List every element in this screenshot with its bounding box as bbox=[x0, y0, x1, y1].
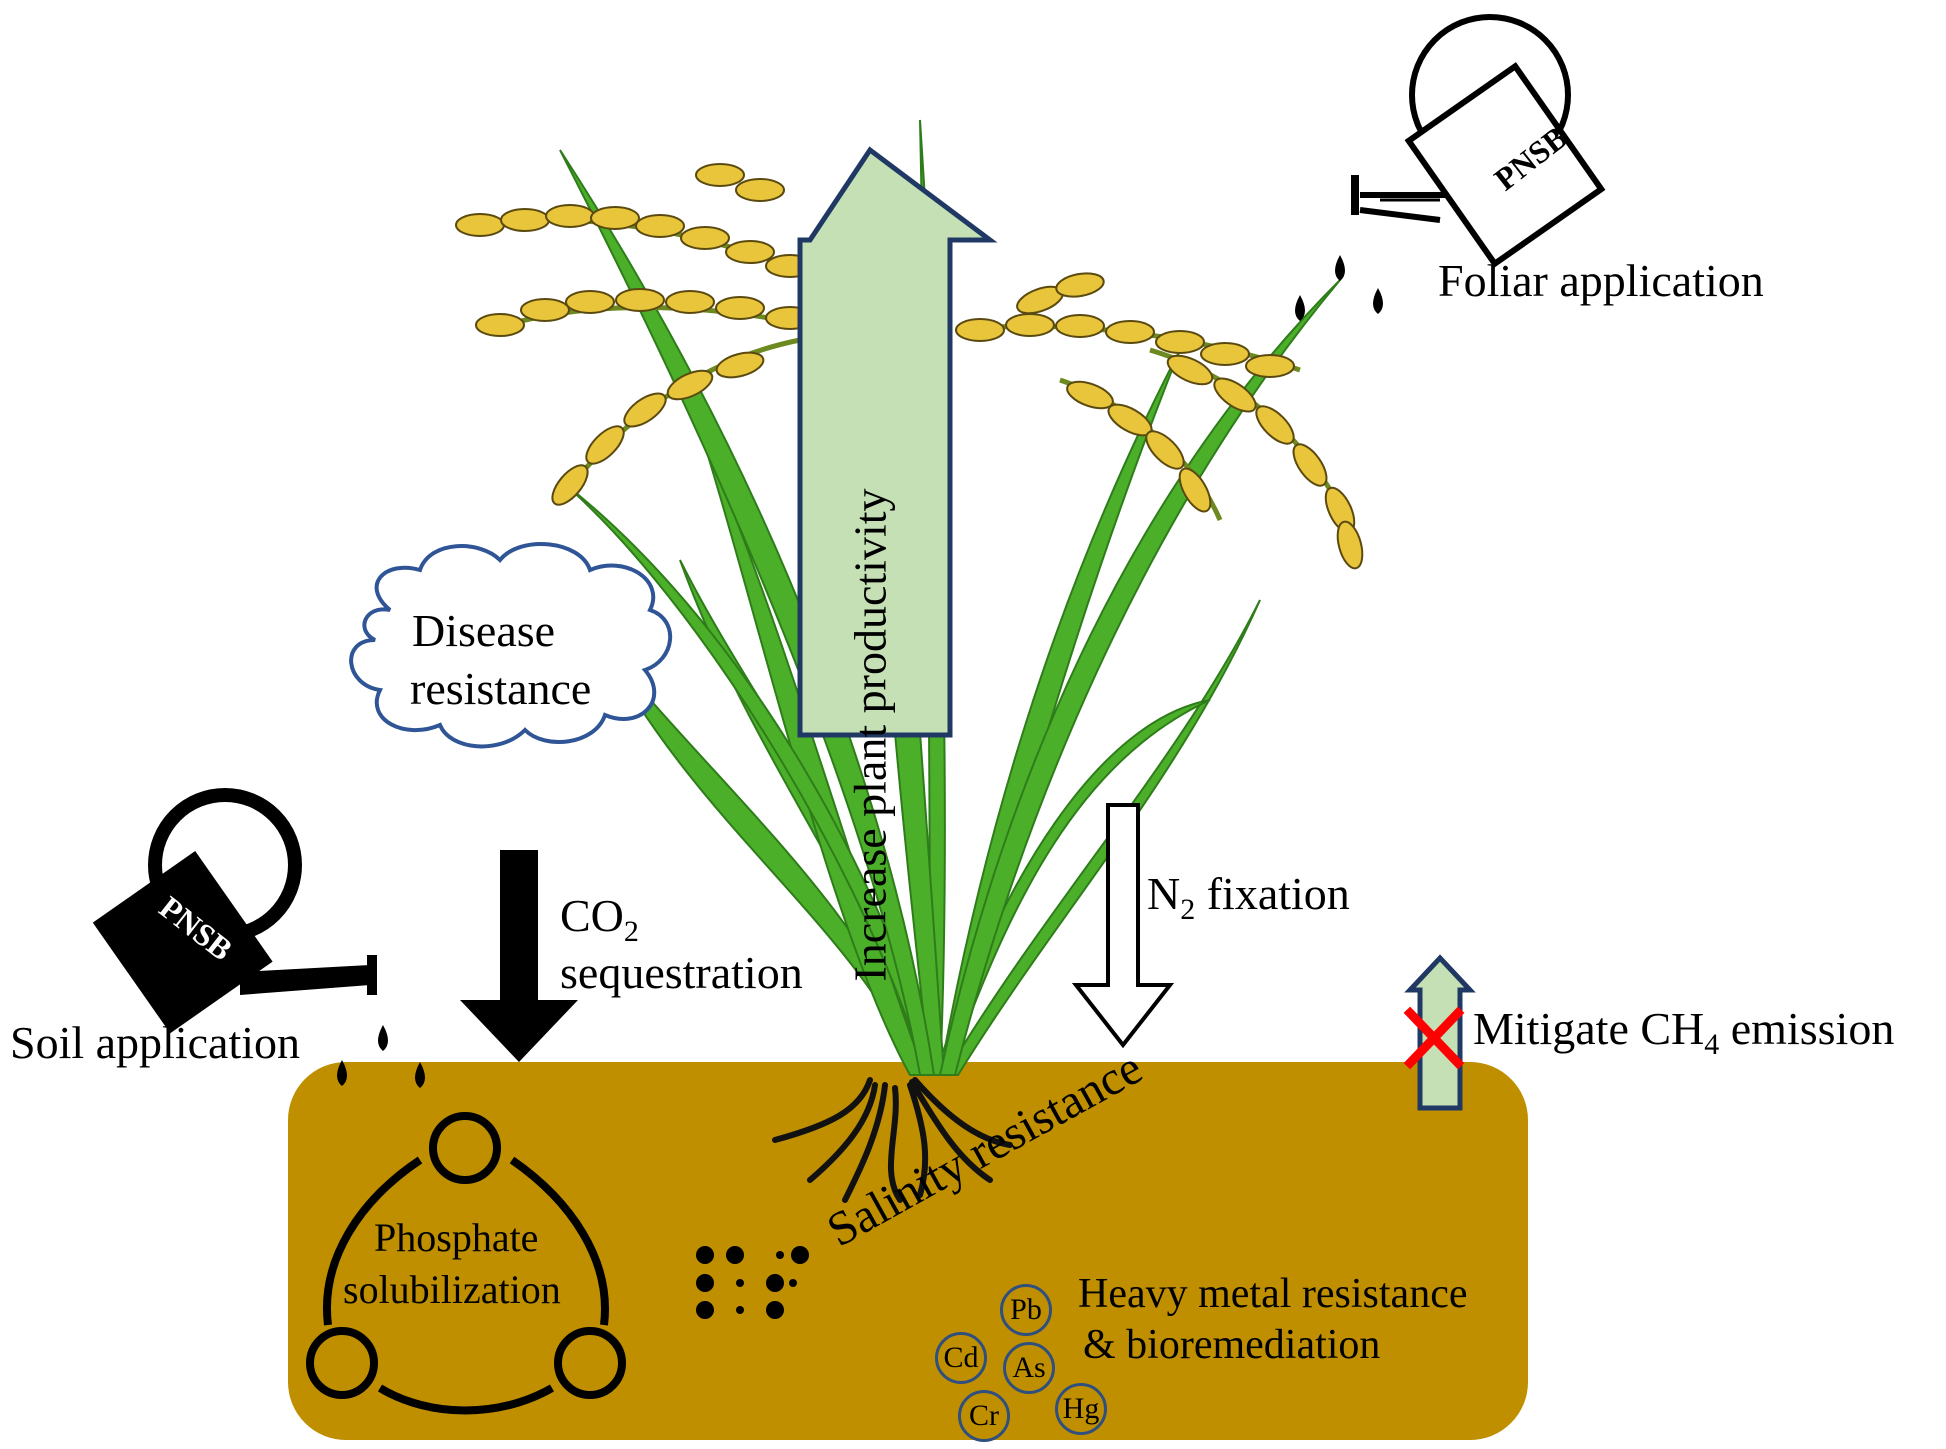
metal-badge-cr: Cr bbox=[958, 1390, 1010, 1442]
foliar-application-label: Foliar application bbox=[1438, 255, 1764, 306]
ch4-sub: 4 bbox=[1704, 1028, 1720, 1062]
salinity-dots-icon bbox=[696, 1246, 809, 1319]
n2-suffix: fixation bbox=[1195, 868, 1350, 919]
productivity-label: Increase plant productivity bbox=[844, 488, 896, 982]
heavy-metal-label-1: Heavy metal resistance bbox=[1078, 1271, 1468, 1317]
n2-prefix: N bbox=[1147, 868, 1181, 919]
ch4-label: Mitigate CH4 emission bbox=[1473, 1003, 1894, 1063]
metal-badge-pb: Pb bbox=[1000, 1284, 1052, 1336]
rice-grain-icon bbox=[455, 163, 1364, 570]
metal-badge-as: As bbox=[1003, 1342, 1055, 1394]
productivity-arrow bbox=[797, 146, 998, 738]
cloud-icon bbox=[349, 542, 673, 749]
ch4-suffix: emission bbox=[1719, 1003, 1895, 1054]
n2-arrow bbox=[1071, 803, 1175, 1049]
soil-panel bbox=[288, 1062, 1528, 1440]
co2-arrow bbox=[460, 850, 578, 1062]
water-drops-icon bbox=[1295, 255, 1383, 321]
cross-icon bbox=[1403, 1006, 1465, 1070]
soil-application-label: Soil application bbox=[10, 1017, 301, 1068]
phosphate-label-2: solubilization bbox=[343, 1267, 561, 1312]
ch4-prefix: Mitigate CH bbox=[1473, 1003, 1705, 1054]
metal-badge-cd: Cd bbox=[935, 1332, 987, 1384]
co2-label: CO2 bbox=[560, 890, 639, 950]
n2-fixation-label: N2 fixation bbox=[1147, 868, 1350, 928]
soil-water-drops-icon bbox=[337, 1025, 425, 1088]
roots-icon bbox=[772, 1077, 1013, 1203]
soil-watering-can-icon bbox=[92, 788, 377, 1034]
phosphate-cycle-icon bbox=[306, 1112, 626, 1415]
co2-sequestration-label: sequestration bbox=[560, 947, 803, 998]
disease-resistance-label-2: resistance bbox=[410, 663, 592, 714]
foliar-watering-can-icon bbox=[1351, 14, 1606, 268]
metal-badge-hg: Hg bbox=[1055, 1383, 1107, 1435]
heavy-metal-label-2: & bioremediation bbox=[1083, 1322, 1381, 1368]
co2-prefix: CO bbox=[560, 890, 624, 941]
n2-sub: 2 bbox=[1180, 893, 1196, 927]
disease-resistance-label-1: Disease bbox=[412, 605, 556, 656]
phosphate-label-1: Phosphate bbox=[374, 1215, 539, 1260]
co2-sub: 2 bbox=[623, 915, 639, 949]
